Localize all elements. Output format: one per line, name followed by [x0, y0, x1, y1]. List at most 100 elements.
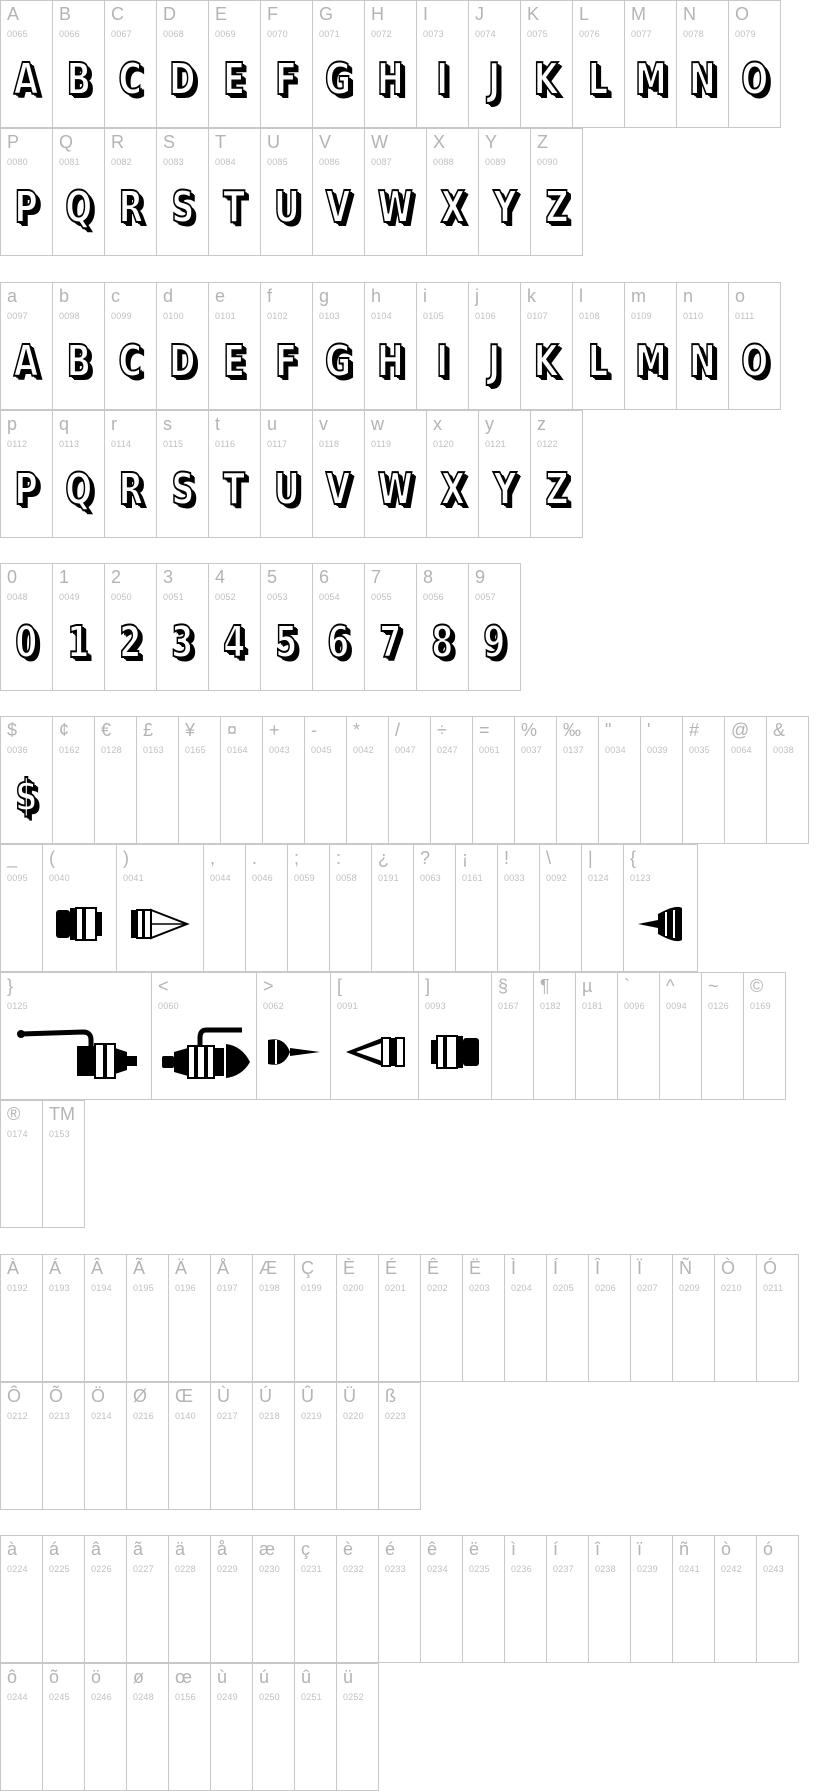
character-code: 0248	[133, 1692, 154, 1702]
character-code: 0085	[267, 157, 288, 167]
character-label: ;	[294, 848, 300, 868]
character-code: 0098	[59, 311, 80, 321]
glyph-cell: %0037	[514, 716, 557, 844]
character-label: á	[49, 1539, 60, 1559]
glyph-sample: O	[740, 54, 768, 105]
character-label: Ú	[259, 1386, 272, 1406]
character-label: Y	[485, 132, 498, 152]
character-label: X	[433, 132, 446, 152]
glyph-cell: *0042	[346, 716, 389, 844]
character-label: Ä	[175, 1258, 188, 1278]
character-code: 0078	[683, 29, 704, 39]
glyph-cell: /0047	[388, 716, 431, 844]
character-code: 0087	[371, 157, 392, 167]
character-label: a	[7, 286, 18, 306]
rocket-tail-icon	[636, 904, 686, 944]
glyph-cell: ÷0247	[430, 716, 473, 844]
character-label: õ	[49, 1667, 60, 1687]
pencil-nose-icon	[129, 904, 191, 944]
character-code: 0120	[433, 439, 454, 449]
character-code: 0062	[263, 1001, 284, 1011]
glyph-sample: N	[689, 54, 717, 105]
glyph-sample: 5	[275, 617, 298, 668]
character-code: 0128	[101, 745, 122, 755]
character-label: à	[7, 1539, 18, 1559]
character-label: n	[683, 286, 694, 306]
glyph-cell: ^0094	[659, 972, 702, 1100]
character-label: .	[252, 848, 258, 868]
glyph-preview: V	[313, 455, 364, 525]
character-label: q	[59, 414, 70, 434]
glyph-sample: 6	[327, 617, 350, 668]
character-label: }	[7, 976, 14, 996]
glyph-sample: F	[275, 336, 298, 387]
glyph-preview: S	[157, 455, 208, 525]
character-label: I	[423, 4, 429, 24]
character-code: 0252	[343, 1692, 364, 1702]
glyph-sample: 7	[379, 617, 402, 668]
character-code: 0122	[537, 439, 558, 449]
character-label: ä	[175, 1539, 186, 1559]
glyph-cell: ,0044	[203, 844, 246, 972]
character-code: 0109	[631, 311, 652, 321]
character-label: Î	[595, 1258, 601, 1278]
character-label: Å	[217, 1258, 230, 1278]
glyph-preview: Y	[479, 173, 530, 243]
glyph-sample: S	[170, 182, 194, 233]
character-code: 0218	[259, 1411, 280, 1421]
glyph-cell: >0062	[256, 972, 331, 1100]
glyph-cell: `0096	[617, 972, 660, 1100]
character-code: 0077	[631, 29, 652, 39]
character-label: ì	[511, 1539, 517, 1559]
glyph-preview: X	[427, 455, 478, 525]
character-label: J	[475, 4, 484, 24]
glyph-preview: P	[1, 173, 52, 243]
character-label: À	[7, 1258, 20, 1278]
character-code: 0211	[763, 1283, 784, 1293]
character-code: 0244	[7, 1692, 28, 1702]
character-label: C	[111, 4, 124, 24]
character-label: Í	[553, 1258, 559, 1278]
glyph-sample: $	[15, 770, 38, 821]
character-code: 0194	[91, 1283, 112, 1293]
character-label: W	[371, 132, 388, 152]
character-code: 0224	[7, 1564, 28, 1574]
glyph-cell: ©0169	[743, 972, 786, 1100]
character-label: (	[49, 848, 55, 868]
glyph-preview: J	[469, 45, 520, 115]
glyph-cell: ;0059	[287, 844, 330, 972]
glyph-sample: M	[634, 336, 667, 387]
character-label: 2	[111, 567, 122, 587]
character-label: 8	[423, 567, 434, 587]
glyph-cell: €0128	[94, 716, 137, 844]
character-code: 0074	[475, 29, 496, 39]
character-label: u	[267, 414, 278, 434]
character-label: _	[7, 848, 18, 868]
character-label: M	[631, 4, 646, 24]
character-label: l	[579, 286, 583, 306]
character-code: 0104	[371, 311, 392, 321]
